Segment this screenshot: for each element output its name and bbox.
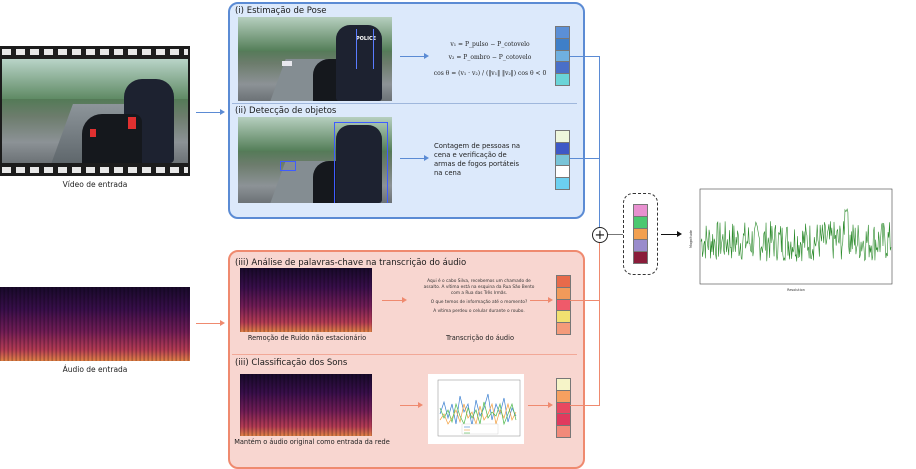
original-audio-spectrogram — [240, 374, 372, 436]
plot-arrow — [528, 405, 550, 406]
transcript-paragraph-3: A vítima perdeu o celular durante o roub… — [433, 309, 525, 314]
fused-feature-cell — [634, 205, 647, 217]
top-vertical-connector — [599, 56, 600, 228]
sounds-arrow-head — [418, 402, 423, 408]
film-perforations-bottom — [2, 167, 188, 173]
top-panel-separator — [232, 103, 577, 104]
pose-arrow-head — [424, 53, 429, 59]
output-time-series-plot: Magnitude Resolution — [686, 183, 898, 295]
fused-feature-vector — [633, 204, 648, 264]
pose-feature-cell — [556, 38, 569, 51]
sounds-connector — [570, 405, 600, 406]
noise-arrow-head — [402, 297, 407, 303]
output-series-line — [700, 208, 892, 262]
pose-formula-line-1: v₁ = P_pulso − P_cotovelo — [450, 41, 530, 48]
audio-to-panel-arrow — [196, 323, 222, 324]
film-perforations-top — [2, 49, 188, 55]
keywords-connector — [570, 300, 600, 301]
keywords-feature-cell — [557, 276, 570, 288]
transcript-paragraph-2: O que temos de informação até o momento? — [430, 300, 528, 305]
detection-box — [334, 122, 388, 203]
output-xlabel: Resolution — [787, 288, 805, 292]
keywords-title: (iii) Análise de palavras-chave na trans… — [235, 258, 467, 268]
sounds-feature-vector — [556, 378, 571, 438]
input-video-label: Vídeo de entrada — [62, 180, 128, 189]
input-video-filmstrip — [0, 46, 190, 176]
pose-formula-line-2: v₂ = P_ombro − P_cotovelo — [448, 54, 532, 61]
keywords-feature-cell — [557, 323, 570, 334]
sound-classification-plot — [428, 374, 524, 444]
pose-feature-cell — [556, 27, 569, 39]
keep-audio-label: Mantém o áudio original como entrada da … — [234, 438, 390, 446]
input-video-frame — [2, 59, 188, 163]
sounds-feature-cell — [557, 390, 570, 403]
input-audio-spectrogram — [0, 287, 190, 361]
audio-to-panel-arrow-head — [220, 320, 225, 326]
video-to-panel-arrow — [196, 112, 222, 113]
transcription-label: Transcrição do áudio — [446, 334, 514, 342]
keywords-feature-cell — [557, 299, 570, 312]
objects-connector — [570, 158, 600, 159]
pose-arrow — [400, 56, 426, 57]
sounds-feature-cell — [557, 379, 570, 391]
transcript-arrow — [530, 300, 550, 301]
fusion-plus-symbol: + — [594, 227, 606, 243]
objects-description: Contagem de pessoas na cena e verificaçã… — [434, 142, 521, 177]
pose-feature-cell — [556, 74, 569, 85]
input-audio-label: Áudio de entrada — [62, 365, 128, 374]
fused-to-output-arrow-head — [677, 231, 682, 237]
detection-box — [280, 161, 296, 171]
fused-feature-cell — [634, 252, 647, 263]
denoised-spectrogram — [240, 268, 372, 332]
pose-connector — [570, 56, 600, 57]
fused-feature-cell — [634, 216, 647, 229]
objects-feature-cell — [556, 166, 569, 179]
fusion-plus-icon: + — [592, 227, 608, 243]
keywords-feature-cell — [557, 287, 570, 300]
pose-estimation-image: POLICE — [238, 17, 392, 101]
sound-series-line — [439, 402, 517, 426]
objects-feature-cell — [556, 154, 569, 167]
bottom-vertical-connector — [599, 242, 600, 405]
objects-feature-cell — [556, 142, 569, 155]
fused-to-output-arrow — [661, 234, 679, 235]
sounds-feature-cell — [557, 414, 570, 427]
sound-series-line — [439, 401, 517, 426]
sounds-arrow — [400, 405, 420, 406]
sounds-feature-cell — [557, 402, 570, 415]
keywords-feature-cell — [557, 311, 570, 324]
pose-keypoints — [356, 29, 374, 69]
objects-feature-vector — [555, 130, 570, 190]
transcript-arrow-head — [548, 297, 553, 303]
objects-feature-cell — [556, 178, 569, 189]
fused-feature-cell — [634, 240, 647, 253]
sound-series-line — [439, 393, 517, 427]
pose-estimation-title: (i) Estimação de Pose — [235, 6, 327, 16]
objects-arrow-head — [424, 155, 429, 161]
output-ylabel: Magnitude — [689, 230, 693, 248]
objects-arrow — [400, 158, 426, 159]
object-detection-title: (ii) Detecção de objetos — [235, 106, 337, 116]
pose-formula-line-3: cos θ = (v₁ · v₂) / (‖v₁‖ ‖v₂‖) cos θ < … — [433, 70, 547, 77]
police-text: POLICE — [356, 36, 377, 42]
video-to-panel-arrow-head — [220, 109, 225, 115]
objects-feature-cell — [556, 131, 569, 143]
fused-vector-container — [623, 193, 658, 275]
noise-arrow — [382, 300, 404, 301]
transcription-box: Aqui é o cabo Silva, recebemos um chamad… — [420, 279, 538, 333]
plot-arrow-head — [548, 402, 553, 408]
sound-classification-title: (iii) Classificação dos Sons — [235, 358, 348, 368]
fused-feature-cell — [634, 228, 647, 241]
pose-feature-vector — [555, 26, 570, 86]
noise-removal-label: Remoção de Ruído não estacionário — [247, 334, 367, 342]
object-detection-image — [238, 117, 392, 203]
transcript-paragraph-1: Aqui é o cabo Silva, recebemos um chamad… — [423, 279, 535, 296]
pose-feature-cell — [556, 62, 569, 75]
bottom-panel-separator — [232, 354, 577, 355]
pose-feature-cell — [556, 50, 569, 63]
sounds-feature-cell — [557, 426, 570, 437]
fusion-to-vector-connector — [608, 234, 623, 235]
keywords-feature-vector — [556, 275, 571, 335]
